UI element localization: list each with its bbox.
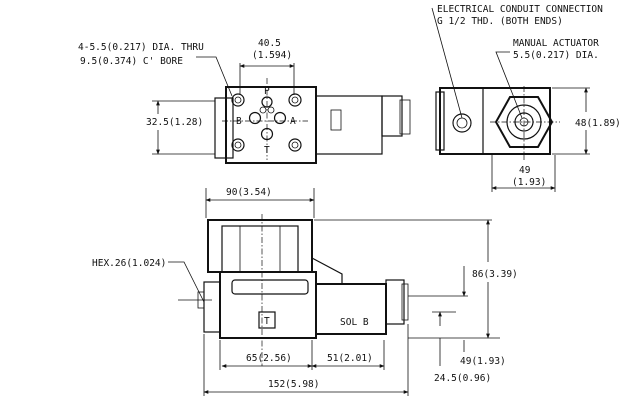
- actuator-label-2: 5.5(0.217) DIA.: [513, 50, 599, 61]
- hex-left: [203, 281, 221, 333]
- conduit-port-inner: [456, 117, 468, 129]
- bolt-hole: [231, 138, 245, 152]
- front-top-width-dim: 90(3.54): [226, 187, 272, 198]
- total-height-dim: 86(3.39): [472, 269, 518, 280]
- port-b-label: B: [236, 116, 242, 127]
- side-body: [439, 87, 551, 155]
- conduit-port: [452, 113, 472, 133]
- mid-height-dim: 49(1.93): [460, 356, 506, 367]
- front-view: 90(3.54) T SOL B HEX.26(1.024) 86(3.39: [92, 187, 518, 396]
- sol-label: SOL B: [340, 317, 369, 328]
- bolt-holes-leader: [196, 56, 233, 97]
- low-height-dim: 24.5(0.96): [434, 373, 491, 384]
- conduit-label-1: ELECTRICAL CONDUIT CONNECTION: [437, 4, 603, 15]
- dim-65: 65(2.56): [246, 353, 292, 364]
- body-slot: [231, 279, 309, 295]
- solenoid-top: [315, 95, 383, 155]
- port-p-label: P: [264, 86, 270, 97]
- actuator-label-1: MANUAL ACTUATOR: [513, 38, 599, 49]
- solenoid-window: [330, 109, 342, 131]
- coil-slope: [311, 257, 343, 284]
- conduit-leader: [431, 7, 463, 119]
- connector-front: [385, 279, 405, 325]
- dim-51: 51(2.01): [327, 353, 373, 364]
- top-view: 4-5.5(0.217) DIA. THRU 9.5(0.374) C' BOR…: [78, 38, 411, 164]
- conduit-label-2: G 1/2 THD. (BOTH ENDS): [437, 16, 563, 27]
- hex-leader: [168, 261, 205, 303]
- bolt-hole: [231, 93, 245, 107]
- connector-top: [381, 95, 403, 137]
- pilot-hole: [259, 106, 267, 114]
- side-height-dim: 48(1.89): [575, 118, 621, 129]
- bolt-hole: [288, 138, 302, 152]
- t-box-label: T: [264, 316, 270, 327]
- side-flange: [435, 91, 445, 151]
- overall-length-dim: 152(5.98): [268, 379, 319, 390]
- port-b-hole: [248, 111, 262, 125]
- side-view: ELECTRICAL CONDUIT CONNECTION G 1/2 THD.…: [431, 4, 621, 192]
- top-height-dim: 32.5(1.28): [146, 117, 203, 128]
- connector-tip: [399, 99, 411, 135]
- upper-block: [207, 219, 313, 273]
- side-width-dim: 49: [519, 165, 531, 176]
- port-spacing-dim: 40.5: [258, 38, 281, 49]
- port-a-hole: [273, 111, 287, 125]
- bolt-holes-label-1: 4-5.5(0.217) DIA. THRU: [78, 42, 204, 53]
- t-box: [258, 311, 276, 329]
- connector-front-tip: [401, 283, 409, 321]
- pilot-hole: [267, 106, 275, 114]
- side-width-dim-in: (1.93): [512, 177, 546, 188]
- end-cap-left: [214, 97, 234, 159]
- actuator-leader: [495, 51, 523, 119]
- upper-block-recess: [221, 225, 299, 273]
- port-a-label: A: [290, 116, 296, 127]
- port-t-label: T: [264, 145, 270, 156]
- port-spacing-dim-in: (1.594): [252, 50, 292, 61]
- bolt-holes-label-2: 9.5(0.374) C' BORE: [80, 56, 183, 67]
- bolt-hole: [288, 93, 302, 107]
- hex-label: HEX.26(1.024): [92, 258, 166, 269]
